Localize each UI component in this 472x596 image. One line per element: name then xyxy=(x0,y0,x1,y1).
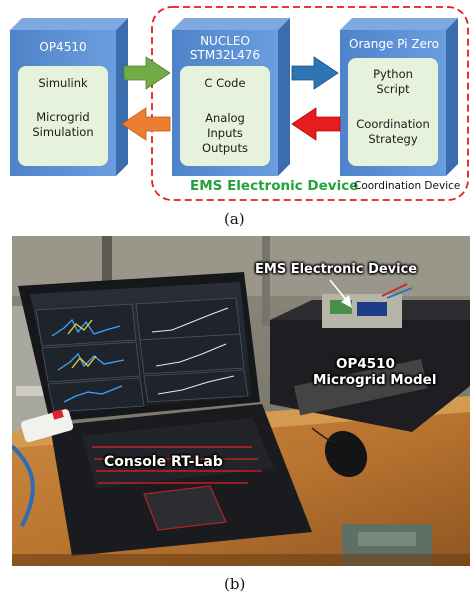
blue-arrow-right xyxy=(291,56,339,90)
coordination-device-label: Coordination Device xyxy=(354,180,461,192)
lab-photo-illustration xyxy=(12,236,470,566)
orange-pi-inner-line: Strategy xyxy=(368,132,418,146)
nucleo-title: NUCLEO STM32L476 xyxy=(189,34,261,62)
green-arrow-right xyxy=(123,56,171,90)
nucleo-inner-line: Outputs xyxy=(202,141,248,155)
op4510-inner-line: Simulink xyxy=(38,76,88,90)
ems-device-label: EMS Electronic Device xyxy=(190,178,359,194)
photo-label-microgrid-model: Microgrid Model xyxy=(313,372,437,388)
ems-device-boundary xyxy=(151,6,469,201)
orange-pi-inner-line: Script xyxy=(376,82,410,96)
caption-b: (b) xyxy=(224,575,246,593)
op4510-inner-line: Microgrid xyxy=(36,110,90,124)
nucleo-block xyxy=(172,18,290,176)
nucleo-inner-box xyxy=(180,66,270,166)
op4510-inner-box xyxy=(18,66,108,166)
orange-pi-inner-box xyxy=(348,58,438,166)
op4510-title: OP4510 xyxy=(39,40,87,54)
orange-arrow-left xyxy=(121,107,171,141)
orange-pi-title: Orange Pi Zero xyxy=(349,37,439,51)
nucleo-inner-line: C Code xyxy=(204,76,246,90)
orange-pi-block xyxy=(340,18,458,176)
op4510-block xyxy=(10,18,128,176)
photo-label-ems: EMS Electronic Device xyxy=(255,262,418,277)
orange-pi-inner-line: Python xyxy=(373,67,413,81)
red-arrow-left xyxy=(291,107,341,141)
system-diagram xyxy=(10,6,469,201)
orange-pi-inner-line: Coordination xyxy=(356,117,430,131)
op4510-inner-line: Simulation xyxy=(32,125,94,139)
caption-a: (a) xyxy=(224,210,245,228)
nucleo-inner-line: Inputs xyxy=(207,126,243,140)
lab-photo xyxy=(12,236,470,566)
ems-pointer-arrow xyxy=(329,279,352,308)
photo-label-console: Console RT-Lab xyxy=(104,454,223,470)
photo-label-op4510: OP4510 xyxy=(336,356,395,372)
nucleo-inner-line: Analog xyxy=(205,111,245,125)
